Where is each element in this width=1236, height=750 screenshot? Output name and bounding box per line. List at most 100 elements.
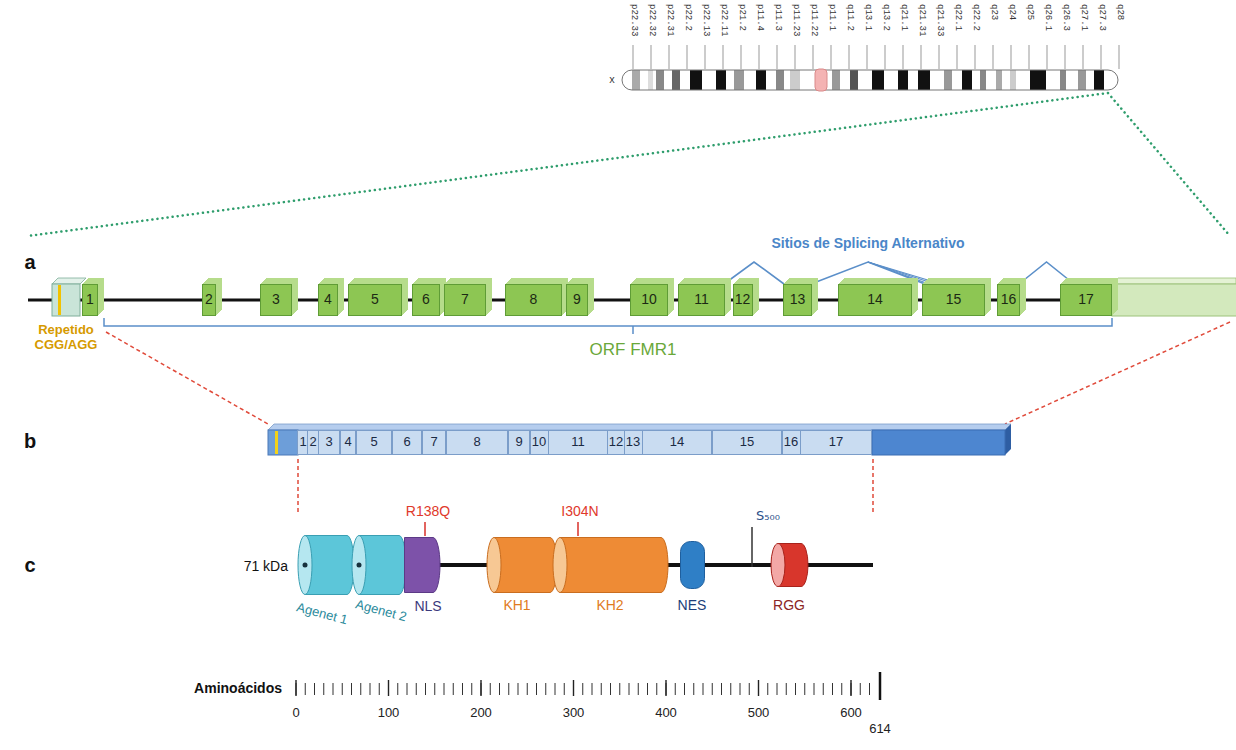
domain-body xyxy=(681,542,705,589)
kh-domain: KH2 xyxy=(553,537,668,593)
band-label: p22.33 xyxy=(628,4,639,36)
band-label: p11.23 xyxy=(790,4,801,36)
panel-letter: c xyxy=(24,554,35,577)
kh-domain-shape xyxy=(487,537,557,593)
chromosome-ideogram xyxy=(622,70,1118,90)
chromosome-label: x xyxy=(609,75,615,87)
exon-box: 11 xyxy=(678,284,725,316)
gene-row xyxy=(28,278,1236,334)
band-label: q26.3 xyxy=(1060,4,1071,31)
exon-box: 10 xyxy=(630,284,668,316)
protein-bar xyxy=(425,522,578,536)
chromosome-bands xyxy=(672,70,680,90)
chromosome-bands xyxy=(756,70,766,90)
exon-box: 5 xyxy=(348,284,402,316)
chromosome-ideogram xyxy=(622,70,1118,90)
chromosome-bands xyxy=(1094,70,1104,90)
protein-bar xyxy=(751,527,753,567)
axis-title: Aminoácidos xyxy=(194,680,282,696)
domain-cap xyxy=(352,536,366,595)
exon-number: 3 xyxy=(325,435,332,449)
band-label: p22.11 xyxy=(718,4,729,36)
chromosome-bands xyxy=(776,70,784,90)
exon-number: 9 xyxy=(515,435,522,449)
chromosome-bands xyxy=(850,70,858,90)
band-label: p11.1 xyxy=(826,4,837,31)
band-label: q28 xyxy=(1114,4,1125,20)
band-label: q21.33 xyxy=(934,4,945,36)
transcript-segment: 16 xyxy=(782,430,801,455)
transcript-bar xyxy=(268,424,1011,455)
domain-label: KH1 xyxy=(503,598,530,613)
domain-label: Agenet 1 xyxy=(295,600,349,627)
mass-label: 71 kDa xyxy=(244,558,288,574)
chromosome-ideogram xyxy=(622,57,1120,91)
exon-number: 5 xyxy=(371,292,379,307)
transcript-segment: 7 xyxy=(422,430,446,455)
amino-acid-axis xyxy=(879,672,882,700)
exon-box: 9 xyxy=(566,284,588,316)
chromosome-bands xyxy=(918,70,930,90)
zoom-line xyxy=(28,93,1230,236)
domain-dot xyxy=(357,563,362,568)
exon-number: 12 xyxy=(735,292,751,307)
chromosome-bands xyxy=(734,70,744,90)
axis-tick-label: 200 xyxy=(470,706,492,721)
splice-label: Sitios de Splicing Alternativo xyxy=(771,235,964,251)
exon-box: 4 xyxy=(318,284,338,316)
band-label: p22.2 xyxy=(682,4,693,31)
axis-tick-label: 0 xyxy=(292,706,299,721)
transcript-bar xyxy=(275,431,278,454)
transcript-segment: 4 xyxy=(340,430,356,455)
exon-box: 7 xyxy=(444,284,486,316)
agenet-domain-shape xyxy=(352,535,406,595)
domain-cap xyxy=(487,538,501,593)
domain-label: KH2 xyxy=(596,598,623,613)
kh-domain: KH1 xyxy=(487,537,557,593)
band-label: p22.31 xyxy=(664,4,675,36)
domain-body xyxy=(405,538,441,593)
exon-number: 8 xyxy=(473,435,480,449)
exon-number: 16 xyxy=(784,435,798,449)
nes-domain: NES xyxy=(680,541,705,589)
orf-label: ORF FMR1 xyxy=(590,340,677,360)
amino-acid-axis xyxy=(296,683,872,695)
exon-number: 13 xyxy=(626,435,640,449)
band-label: p21.2 xyxy=(736,4,747,31)
rgg-domain-shape xyxy=(771,543,808,587)
exon-box: 17 xyxy=(1060,284,1112,316)
gene-row xyxy=(52,278,86,284)
band-label: q27.3 xyxy=(1096,4,1107,31)
transcript-segment: 9 xyxy=(508,430,530,455)
nes-domain-shape xyxy=(680,541,705,589)
axis-tick-label: 300 xyxy=(563,706,585,721)
chromosome-bands xyxy=(790,70,800,90)
exon-number: 2 xyxy=(205,292,213,307)
domain-label: Agenet 2 xyxy=(354,597,408,624)
chromosome-bands xyxy=(898,70,908,90)
exon-number: 17 xyxy=(1078,292,1094,307)
exon-box: 6 xyxy=(412,284,440,316)
chromosome-bands xyxy=(980,70,986,90)
band-label: q11.2 xyxy=(844,4,855,31)
exon-box: 2 xyxy=(202,284,216,316)
domain-dot xyxy=(303,563,308,568)
domain-cap xyxy=(298,536,312,595)
transcript-bar xyxy=(872,430,1005,455)
transcript-segment: 8 xyxy=(446,430,508,455)
band-label: p11.3 xyxy=(772,4,783,31)
domain-label: NES xyxy=(678,598,707,613)
exon-box: 15 xyxy=(922,284,985,316)
agenet-domain-shape xyxy=(298,535,354,595)
chromosome-bands xyxy=(872,70,884,90)
exon-number: 7 xyxy=(461,292,469,307)
gene-row xyxy=(52,284,80,316)
band-label: q13.2 xyxy=(880,4,891,31)
chromosome-ideogram xyxy=(815,69,827,91)
band-label: q23 xyxy=(988,4,999,20)
mutation-label: I304N xyxy=(561,503,598,519)
chromosome-bands xyxy=(656,70,664,90)
splice-connector xyxy=(811,262,925,284)
